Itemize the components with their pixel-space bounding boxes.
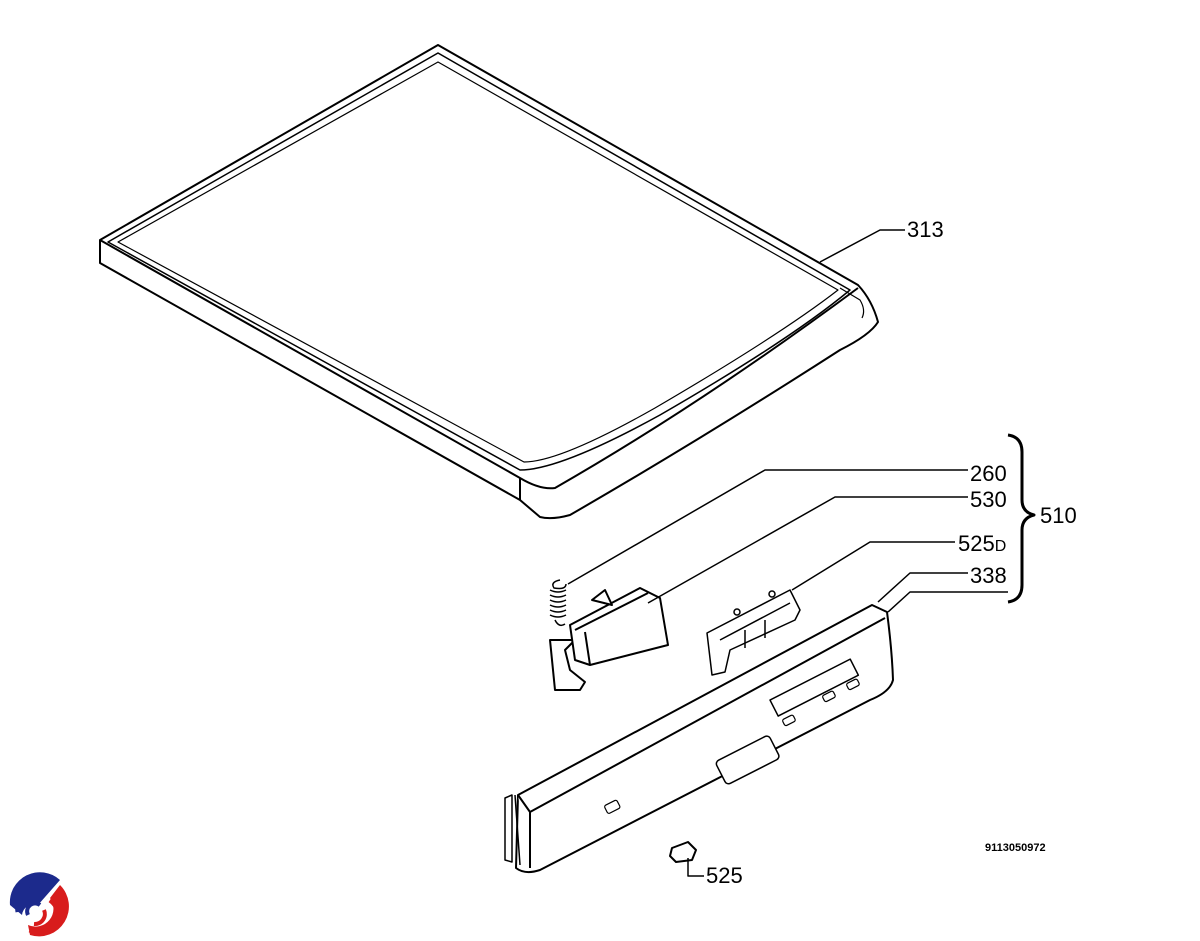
brand-logo-icon — [9, 872, 69, 937]
label-525: 525 — [706, 863, 743, 888]
lid-part-313 — [99, 44, 879, 520]
label-313: 313 — [907, 217, 944, 242]
label-338: 338 — [970, 563, 1007, 588]
label-260: 260 — [970, 461, 1007, 486]
control-panel-part-338 — [504, 604, 894, 874]
assembly-brace — [1007, 433, 1036, 604]
knob-part-525 — [669, 841, 697, 863]
switch-block-part-525d — [706, 589, 801, 676]
spring-part-260 — [549, 579, 567, 627]
label-525d-suffix: D — [994, 538, 1007, 555]
leader-lines — [567, 229, 1008, 877]
drawing-number: 9113050972 — [985, 842, 1046, 854]
label-525d: 525D — [958, 533, 1006, 555]
label-525d-number: 525 — [958, 531, 995, 556]
label-510: 510 — [1040, 503, 1077, 528]
label-530: 530 — [970, 487, 1007, 512]
handle-part-530 — [549, 587, 669, 691]
